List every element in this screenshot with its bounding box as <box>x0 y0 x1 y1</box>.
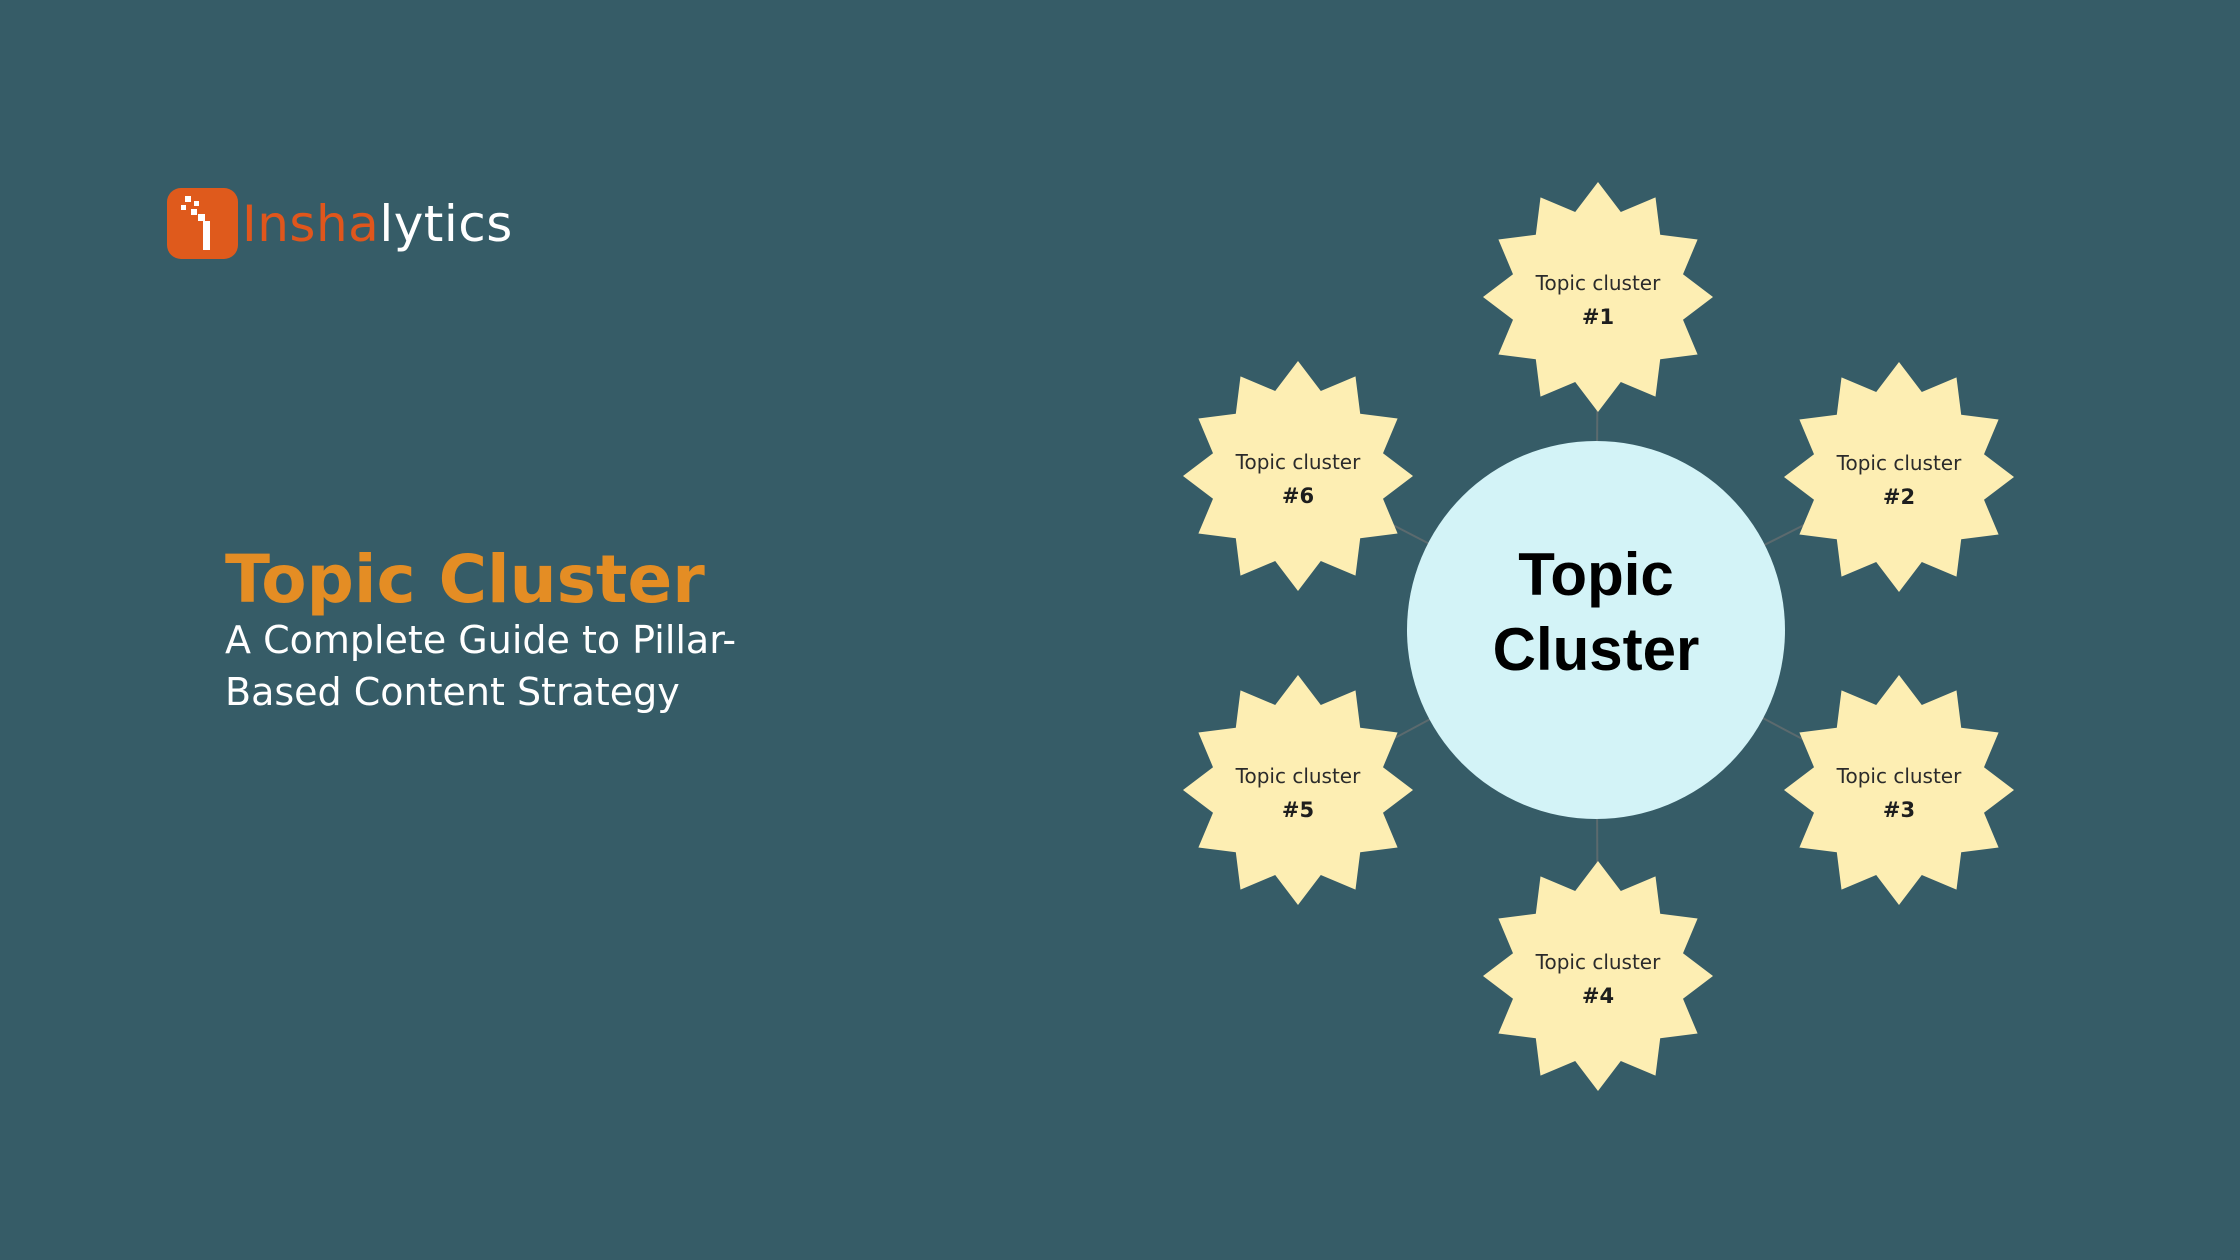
cluster-node-number: #2 <box>1883 485 1915 509</box>
cluster-node-star <box>1183 361 1413 591</box>
cluster-node-number: #5 <box>1282 798 1314 822</box>
cluster-node-4: Topic cluster #4 <box>1483 861 1713 1091</box>
cluster-node-number: #6 <box>1282 484 1314 508</box>
cluster-node-star <box>1183 675 1413 905</box>
cluster-node-star <box>1784 362 2014 592</box>
cluster-node-number: #1 <box>1582 305 1614 329</box>
page-title: Topic Cluster <box>225 541 705 618</box>
cluster-node-star <box>1784 675 2014 905</box>
cluster-node-1: Topic cluster #1 <box>1483 182 1713 412</box>
logo-mark-icon <box>167 188 238 259</box>
cluster-node-6: Topic cluster #6 <box>1183 361 1413 591</box>
brand-name-part-b: lytics <box>379 194 513 253</box>
cluster-node-label: Topic cluster <box>1235 764 1361 788</box>
cluster-node-number: #3 <box>1883 798 1915 822</box>
brand-name: Inshalytics <box>242 199 513 249</box>
cluster-node-label: Topic cluster <box>1235 450 1361 474</box>
pillar-label-line2: Cluster <box>1493 616 1700 683</box>
cluster-node-5: Topic cluster #5 <box>1183 675 1413 905</box>
cluster-node-label: Topic cluster <box>1836 451 1962 475</box>
cluster-node-star <box>1483 861 1713 1091</box>
cluster-node-2: Topic cluster #2 <box>1784 362 2014 592</box>
cluster-node-label: Topic cluster <box>1535 271 1661 295</box>
cluster-node-label: Topic cluster <box>1836 764 1962 788</box>
brand-name-part-a: Insha <box>242 194 380 253</box>
cluster-node-number: #4 <box>1582 984 1614 1008</box>
cluster-node-star <box>1483 182 1713 412</box>
brand-logo: Inshalytics <box>167 188 513 259</box>
pillar-circle <box>1407 441 1785 819</box>
pillar-label-line1: Topic <box>1518 541 1674 608</box>
cluster-node-3: Topic cluster #3 <box>1784 675 2014 905</box>
page-subtitle: A Complete Guide to Pillar-Based Content… <box>225 618 737 714</box>
cluster-node-label: Topic cluster <box>1535 950 1661 974</box>
